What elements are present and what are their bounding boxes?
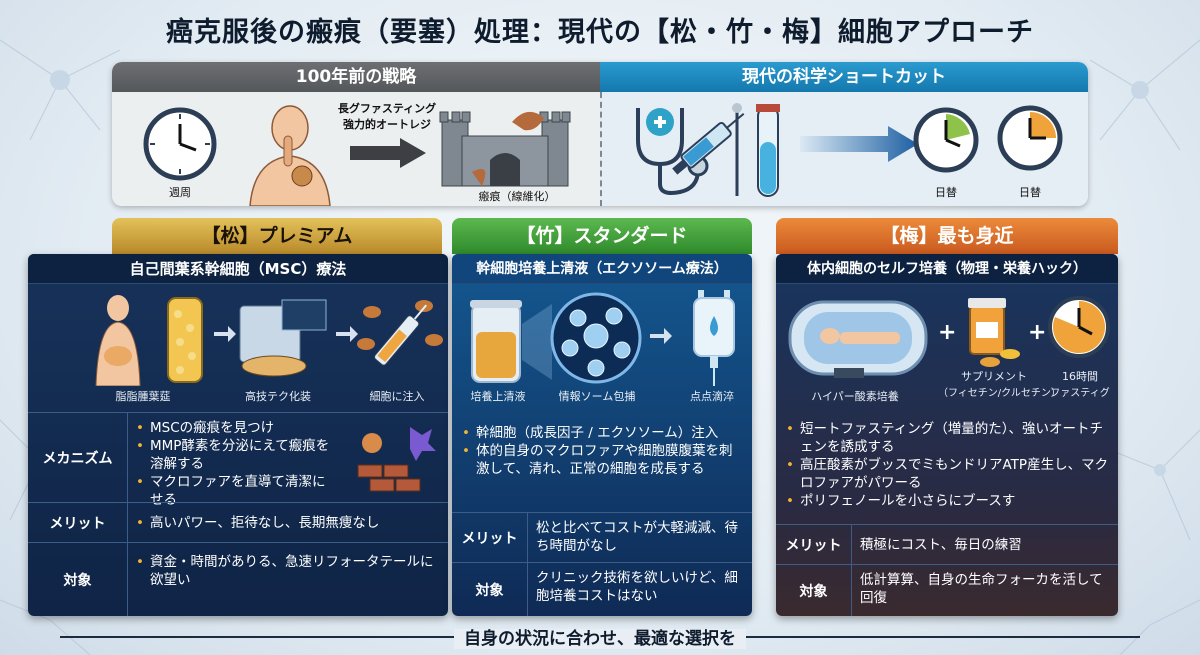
target-key: 対象 bbox=[28, 543, 128, 616]
footer-message: 自身の状況に合わせ、最適な選択を bbox=[0, 624, 1200, 649]
person-fasting-icon bbox=[249, 105, 331, 206]
plum-mechanism-list: 短ートファスティング（増量的た）、強いオートチェンを誘成する 高圧酸素がブッスで… bbox=[786, 420, 1110, 510]
bamboo-mechanism-row: 幹細胞（成長因子 / エクソソーム）注入 体的自身のマクロファアや細胞膜腹葉を刺… bbox=[452, 412, 752, 512]
mechanism-key: メカニズム bbox=[28, 413, 128, 502]
clock-icon bbox=[913, 107, 979, 173]
target-key: 対象 bbox=[452, 563, 528, 616]
arrow-right-icon bbox=[336, 326, 358, 342]
arrow-label-2: 強力的オートレジ bbox=[343, 118, 431, 131]
plum-merit-row: メリット 積極にコスト、毎日の練習 bbox=[776, 524, 1118, 564]
list-item: 高圧酸素がブッスでミもンドリアATP産生し、マクロファアがパワーる bbox=[786, 456, 1110, 492]
arrow-right-icon bbox=[214, 326, 236, 342]
castle-fortress-icon bbox=[439, 111, 571, 187]
test-tube-icon bbox=[756, 104, 780, 197]
clock-icon bbox=[143, 107, 217, 181]
tab-pine: 【松】プレミアム bbox=[112, 218, 442, 254]
list-item: MSCの瘢痕を見つけ bbox=[136, 419, 338, 437]
cell-injection-icon bbox=[357, 300, 443, 366]
bamboo-merit: 松と比べてコストが大軽減減、待ち時間がなし bbox=[536, 520, 738, 554]
bamboo-target-row: 対象 クリニック技術を欲しいけど、細胞培養コストはない bbox=[452, 562, 752, 616]
plum-subtitle: 体内細胞のセルフ培養（物理・栄養ハック） bbox=[776, 254, 1118, 284]
pine-target: 資金・時間がありる、急速リフォータテールに欲望い bbox=[136, 553, 440, 589]
old-strategy-panel: 100年前の戦略 週周 長グファスティング 強力的オートレジ bbox=[112, 62, 600, 206]
pine-illustration: 脂脂腫葉莚 高技テク化装 細胞に注入 bbox=[28, 284, 448, 412]
bamboo-image-label-3: 点点滴淬 bbox=[690, 390, 734, 403]
list-item: 幹細胞（成長因子 / エクソソーム）注入 bbox=[462, 424, 744, 442]
pine-target-row: 対象 資金・時間がありる、急速リフォータテールに欲望い bbox=[28, 542, 448, 616]
list-item: マクロファアを直導て清潔にせる bbox=[136, 473, 338, 509]
pipette-icon bbox=[732, 103, 742, 196]
list-item: 短ートファスティング（増量的た）、強いオートチェンを誘成する bbox=[786, 420, 1110, 456]
pine-image-label-1: 脂脂腫葉莚 bbox=[115, 390, 171, 403]
arrow-label-1: 長グファスティング bbox=[337, 102, 437, 115]
clock-right-2-label: 日替 bbox=[1019, 186, 1041, 199]
supplement-icon bbox=[968, 298, 1020, 367]
clock-icon bbox=[1048, 296, 1110, 358]
zoom-cone bbox=[522, 304, 552, 380]
hyperbaric-chamber-icon bbox=[788, 300, 928, 378]
plus-icon: + bbox=[938, 320, 957, 345]
pine-merit: 高いパワー、拒待なし、長期無痩なし bbox=[136, 514, 440, 532]
clock-right-1-label: 日替 bbox=[935, 186, 957, 199]
plus-icon: + bbox=[1028, 320, 1047, 345]
plum-body: 体内細胞のセルフ培養（物理・栄養ハック） + + bbox=[776, 254, 1118, 616]
scar-dissolve-icon bbox=[357, 427, 436, 492]
plum-image-label-3: （フィセチン/クルセチン） bbox=[938, 388, 1061, 399]
modern-shortcut-header: 現代の科学ショートカット bbox=[600, 62, 1088, 92]
plum-accessible-column: 【梅】最も身近 体内細胞のセルフ培養（物理・栄養ハック） + + bbox=[776, 218, 1118, 616]
bamboo-merit-row: メリット 松と比べてコストが大軽減減、待ち時間がなし bbox=[452, 512, 752, 562]
fat-harvest-icon bbox=[95, 295, 203, 386]
plum-target-row: 対象 低計算算、自身の生命フォーカを活して回復 bbox=[776, 564, 1118, 616]
divider-dashed bbox=[600, 92, 602, 206]
culture-jar-icon bbox=[470, 300, 522, 383]
merit-key: メリット bbox=[28, 503, 128, 542]
exosome-sphere-icon bbox=[550, 292, 642, 384]
list-item: 体的自身のマクロファアや細胞膜腹葉を刺激して、清れ、正常の細胞を成長する bbox=[462, 442, 744, 478]
castle-label: 瘢痕（線維化） bbox=[478, 190, 556, 203]
plum-image-label-1: ハイパー酸素培養 bbox=[811, 390, 899, 403]
tab-bamboo: 【竹】スタンダード bbox=[452, 218, 752, 254]
page-title: 癌克服後の瘢痕（要塞）処理：現代の【松・竹・梅】細胞アプローチ bbox=[166, 17, 1034, 48]
pine-premium-column: 【松】プレミアム 自己間葉系幹細胞（MSC）療法 bbox=[28, 218, 448, 616]
iv-drip-bag-icon bbox=[693, 290, 735, 386]
arrow-right-icon bbox=[650, 328, 672, 344]
shortcut-arrow-icon bbox=[800, 126, 918, 162]
pine-image-label-2: 高技テク化装 bbox=[245, 390, 311, 403]
plum-image-label-4: 16時間 bbox=[1062, 370, 1098, 383]
pine-subtitle: 自己間葉系幹細胞（MSC）療法 bbox=[28, 254, 448, 284]
plum-merit: 積極にコスト、毎日の練習 bbox=[860, 537, 1022, 553]
bamboo-mechanism-list: 幹細胞（成長因子 / エクソソーム）注入 体的自身のマクロファアや細胞膜腹葉を刺… bbox=[462, 424, 744, 478]
merit-key: メリット bbox=[452, 513, 528, 562]
bamboo-image-label-2: 情報ソーム包捕 bbox=[558, 390, 636, 403]
clock-left-label: 週周 bbox=[169, 186, 191, 199]
pine-mechanism-row: メカニズム MSCの瘢痕を見つけ MMP酵素を分泌にえて瘢痕を溶解する マクロフ… bbox=[28, 412, 448, 508]
list-item: MMP酵素を分泌にえて瘢痕を溶解する bbox=[136, 437, 338, 473]
lab-robot-icon bbox=[239, 299, 327, 377]
plum-image-label-5: ファスティグ bbox=[1050, 388, 1110, 399]
pine-body: 自己間葉系幹細胞（MSC）療法 bbox=[28, 254, 448, 616]
list-item: ポリフェノールを小さらにブースす bbox=[786, 492, 1110, 510]
bamboo-illustration: 培養上清液 情報ソーム包捕 点点滴淬 bbox=[452, 284, 752, 412]
bamboo-image-label-1: 培養上清液 bbox=[470, 390, 526, 403]
tab-plum: 【梅】最も身近 bbox=[776, 218, 1118, 254]
clock-icon bbox=[997, 105, 1063, 171]
merit-key: メリット bbox=[776, 525, 852, 564]
bamboo-target: クリニック技術を欲しいけど、細胞培養コストはない bbox=[536, 570, 738, 604]
plum-image-label-2: サプリメント bbox=[961, 370, 1027, 383]
pine-image-label-3: 細胞に注入 bbox=[369, 390, 425, 403]
pine-merit-row: メリット 高いパワー、拒待なし、長期無痩なし bbox=[28, 502, 448, 542]
bamboo-standard-column: 【竹】スタンダード 幹細胞培養上清液（エクソソーム療法） 培養上清液 bbox=[452, 218, 752, 616]
plum-mechanism-row: 短ートファスティング（増量的た）、強いオートチェンを誘成する 高圧酸素がブッスで… bbox=[776, 412, 1118, 524]
target-key: 対象 bbox=[776, 565, 852, 616]
pine-mechanism-list: MSCの瘢痕を見つけ MMP酵素を分泌にえて瘢痕を溶解する マクロファアを直導て… bbox=[136, 419, 338, 509]
arrow-right-icon bbox=[350, 138, 426, 168]
comparison-banner: 100年前の戦略 週周 長グファスティング 強力的オートレジ bbox=[112, 62, 1088, 206]
bamboo-subtitle: 幹細胞培養上清液（エクソソーム療法） bbox=[452, 254, 752, 284]
bamboo-body: 幹細胞培養上清液（エクソソーム療法） 培養上清液 情報ソーム包捕 bbox=[452, 254, 752, 616]
old-strategy-header: 100年前の戦略 bbox=[112, 62, 600, 92]
syringe-icon bbox=[672, 112, 745, 175]
plum-target: 低計算算、自身の生命フォーカを活して回復 bbox=[860, 572, 1103, 606]
plum-illustration: + + ハイパー酸素培養 サプリメント （フィセチン/クルセチン） 16時間 フ… bbox=[776, 284, 1118, 412]
